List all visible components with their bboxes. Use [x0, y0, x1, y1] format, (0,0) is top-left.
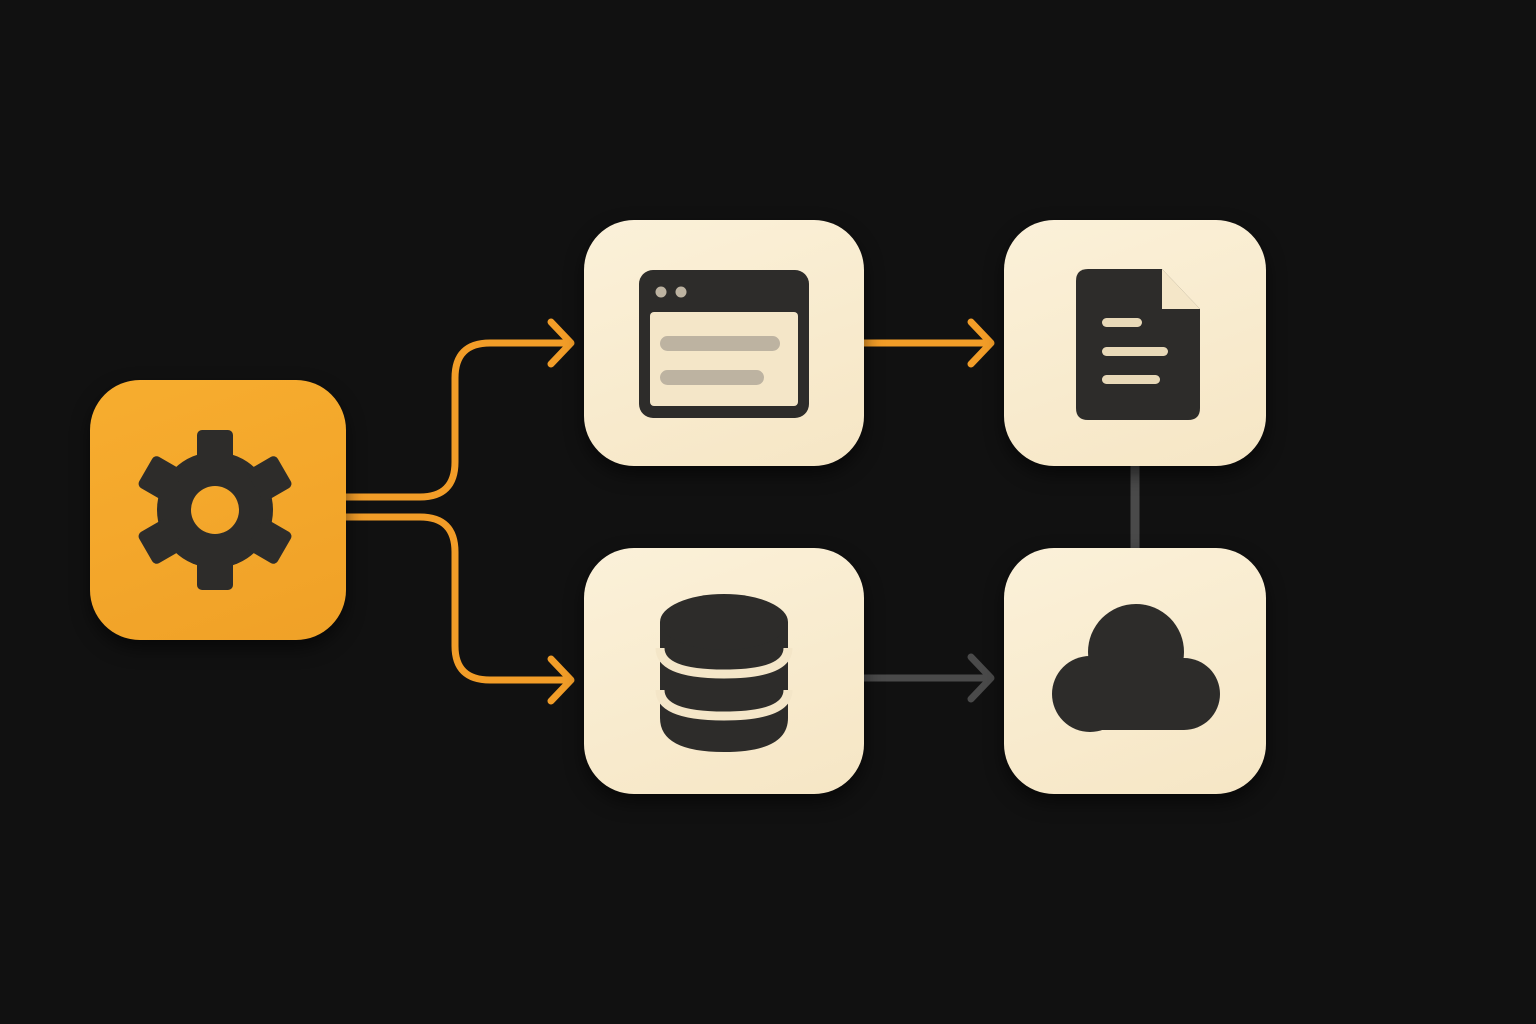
gear-node[interactable] [90, 380, 346, 640]
arrowhead-gear-to-browser [547, 318, 575, 368]
arrowhead-browser-to-document [967, 318, 995, 368]
arrowhead-gear-to-database [547, 655, 575, 705]
cloud-icon [1052, 604, 1220, 732]
edge-gear-to-database [342, 513, 572, 684]
document-icon [1076, 269, 1200, 420]
database-icon [655, 594, 793, 752]
gear-icon [138, 430, 292, 590]
browser-node[interactable] [584, 220, 864, 466]
document-node[interactable] [1004, 220, 1266, 466]
cloud-node[interactable] [1004, 548, 1266, 794]
edge-gear-to-browser [342, 339, 572, 501]
database-node[interactable] [584, 548, 864, 794]
browser-window-icon [639, 270, 809, 418]
arrowhead-database-to-cloud [967, 653, 995, 703]
